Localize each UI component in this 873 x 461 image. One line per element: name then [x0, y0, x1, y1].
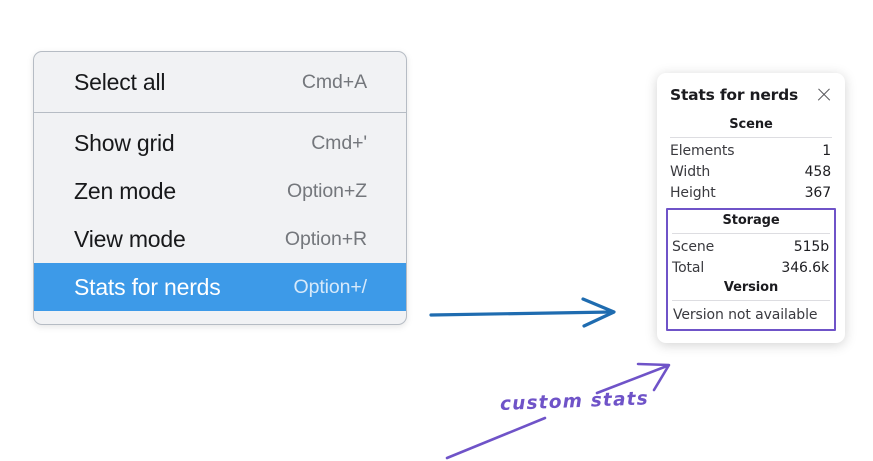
stat-row-elements: Elements 1 [666, 140, 836, 161]
menu-item-show-grid[interactable]: Show grid Cmd+' [34, 119, 406, 167]
section-divider [670, 137, 832, 138]
stat-label: Elements [670, 142, 735, 159]
menu-separator [34, 112, 406, 113]
menu-item-label: Show grid [74, 129, 175, 156]
custom-stats-highlight-box: Storage Scene 515b Total 346.6k Version … [666, 208, 836, 331]
panel-header: Stats for nerds [666, 86, 836, 104]
menu-item-label: View mode [74, 225, 186, 252]
section-divider [672, 233, 830, 234]
stat-label: Total [672, 259, 705, 276]
menu-item-label: Stats for nerds [74, 273, 221, 300]
stats-for-nerds-panel: Stats for nerds Scene Elements 1 Width 4… [657, 73, 845, 343]
canvas-context-menu[interactable]: Select all Cmd+A Show grid Cmd+' Zen mod… [33, 51, 407, 325]
menu-group-1: Select all Cmd+A [34, 52, 406, 112]
stat-value: 458 [804, 163, 832, 180]
underline-stroke-icon [445, 416, 547, 460]
menu-item-select-all[interactable]: Select all Cmd+A [34, 58, 406, 106]
stat-value: 346.6k [781, 259, 829, 276]
panel-title: Stats for nerds [670, 86, 799, 104]
version-note: Version not available [673, 307, 818, 323]
section-heading-version: Version [723, 280, 779, 295]
menu-item-zen-mode[interactable]: Zen mode Option+Z [34, 167, 406, 215]
section-heading-scene: Scene [729, 117, 773, 132]
menu-item-shortcut: Option+Z [287, 179, 367, 202]
stat-row-height: Height 367 [666, 182, 836, 203]
stat-label: Scene [672, 238, 715, 255]
stat-label: Width [670, 163, 711, 180]
stats-section-scene: Scene Elements 1 Width 458 Height 367 [666, 115, 836, 203]
stats-section-storage: Storage Scene 515b Total 346.6k [668, 211, 834, 278]
close-icon[interactable] [815, 86, 833, 104]
arrow-right-icon [429, 297, 616, 328]
menu-item-label: Zen mode [74, 177, 176, 204]
stat-value: 515b [793, 238, 829, 255]
stat-row-total: Total 346.6k [668, 257, 834, 278]
menu-item-label: Select all [74, 68, 166, 95]
stat-value: 367 [804, 184, 832, 201]
menu-item-stats-for-nerds[interactable]: Stats for nerds Option+/ [34, 263, 406, 311]
stats-section-version: Version Version not available [668, 278, 834, 325]
menu-item-shortcut: Option+R [284, 227, 367, 250]
section-heading-storage: Storage [722, 213, 780, 228]
menu-item-shortcut: Option+/ [293, 275, 368, 298]
section-divider [672, 300, 830, 301]
menu-group-2: Show grid Cmd+' Zen mode Option+Z View m… [34, 113, 406, 324]
custom-stats-annotation-label: custom stats [499, 388, 650, 415]
stat-row-scene: Scene 515b [668, 236, 834, 257]
stat-row-width: Width 458 [666, 161, 836, 182]
menu-item-shortcut: Cmd+A [301, 70, 367, 93]
menu-item-shortcut: Cmd+' [311, 131, 367, 154]
menu-item-view-mode[interactable]: View mode Option+R [34, 215, 406, 263]
stat-value: 1 [822, 142, 831, 159]
stat-label: Height [670, 184, 716, 201]
